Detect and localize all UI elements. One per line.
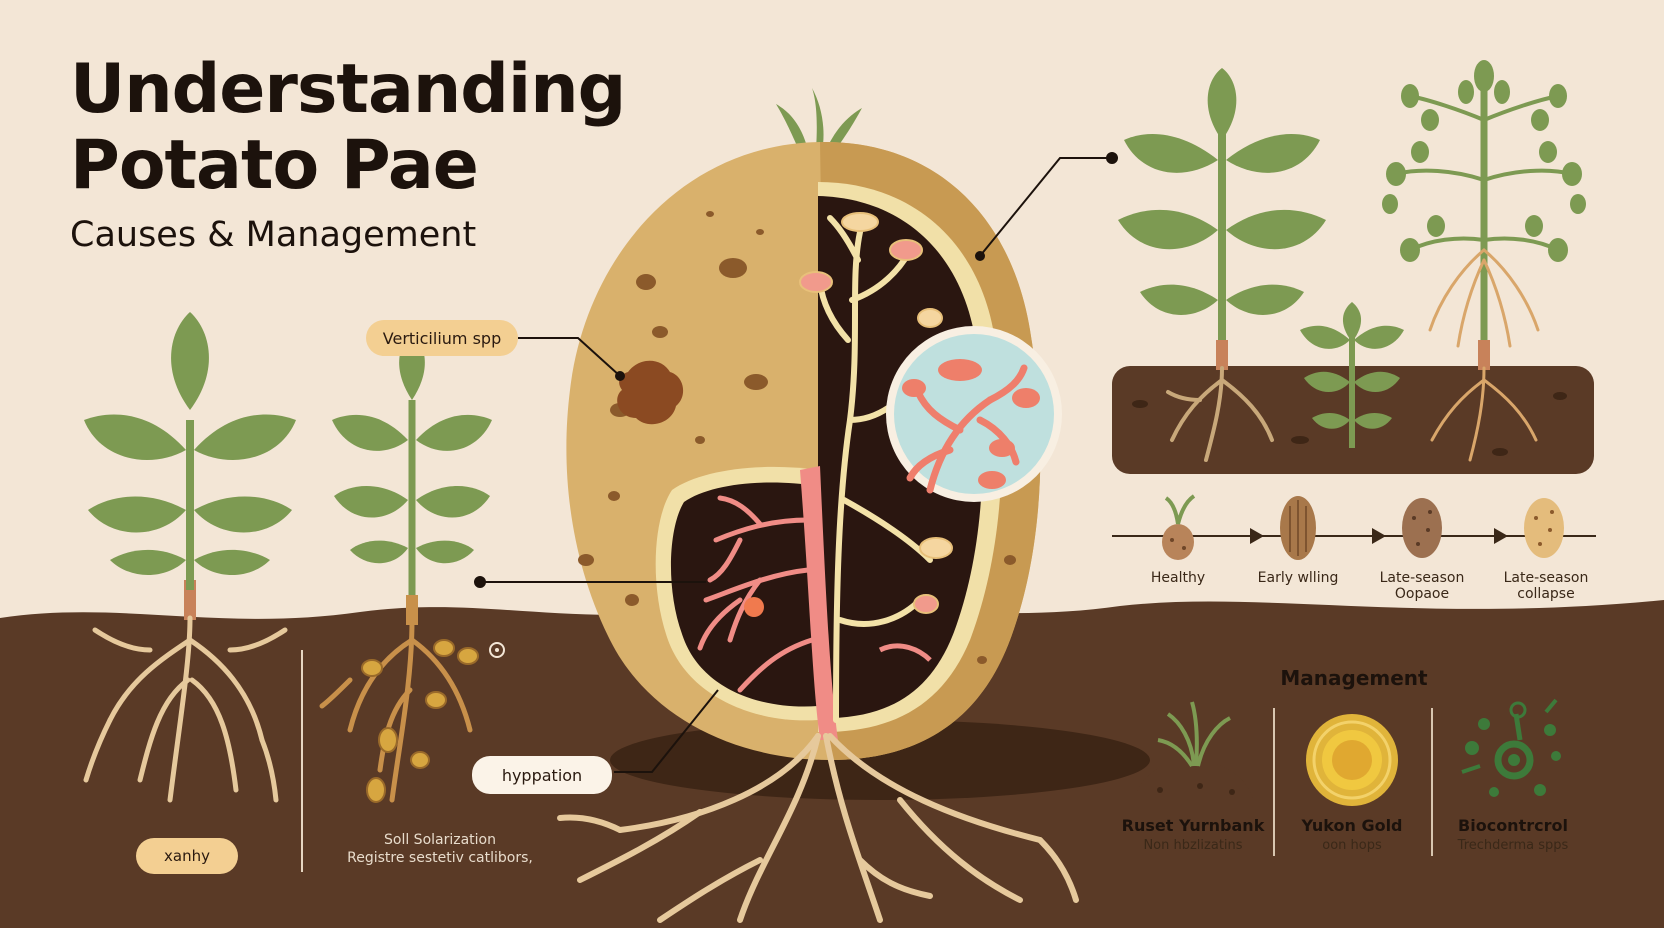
page-title: Understanding Potato Pae bbox=[70, 50, 626, 205]
hyphae-label: hyppation bbox=[472, 756, 612, 794]
title-line-1: Understanding bbox=[70, 50, 626, 129]
potato-cross-section bbox=[557, 88, 1150, 923]
pathogen-label: Verticilium spp bbox=[366, 320, 518, 356]
management-item-name-1: Ruset Yurnbank bbox=[1121, 816, 1265, 835]
stage-tuber-late bbox=[1524, 498, 1564, 558]
stage-label-early: Early wlling bbox=[1257, 570, 1339, 586]
management-title: Management bbox=[1280, 666, 1428, 690]
solarization-note: Registre sestetiv catlibors, bbox=[347, 850, 533, 866]
healthy-plant bbox=[83, 312, 296, 803]
leader-lines bbox=[474, 152, 1118, 773]
management-item-name-2: Yukon Gold bbox=[1301, 816, 1403, 835]
page-subtitle: Causes & Management bbox=[70, 215, 477, 255]
stage-tuber-early bbox=[1280, 496, 1316, 560]
sun-disc-icon bbox=[1306, 714, 1398, 806]
management-item-desc-1: Non hbzlizatins bbox=[1143, 838, 1243, 853]
field-plants-panel bbox=[1112, 60, 1594, 474]
stage-label-healthy: Healthy bbox=[1150, 570, 1206, 586]
management-item-desc-2: oon hops bbox=[1322, 838, 1382, 853]
microbe-icon bbox=[1461, 698, 1561, 797]
management-icons bbox=[1134, 698, 1561, 856]
management-item-desc-3: Trechderma spps bbox=[1457, 838, 1569, 853]
stage-tuber-healthy bbox=[1162, 494, 1196, 560]
title-line-2: Potato Pae bbox=[70, 126, 479, 205]
stage-tuber-mid bbox=[1402, 498, 1442, 558]
solarization-title: Soll Solarization bbox=[384, 832, 496, 848]
progression-timeline bbox=[1112, 494, 1596, 560]
plant-label: xanhy bbox=[136, 838, 238, 874]
management-item-name-3: Biocontrcrol bbox=[1458, 816, 1568, 835]
seedling-soil-icon bbox=[1134, 701, 1254, 802]
